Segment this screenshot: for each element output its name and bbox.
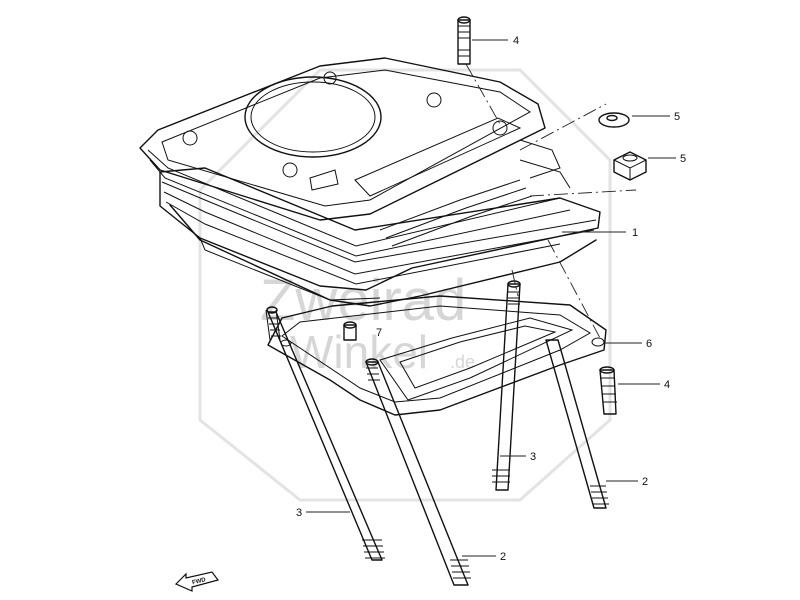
callout-4-right: 4	[664, 379, 670, 391]
fwd-label: FWD	[192, 577, 207, 586]
cylinder-stud-front-left	[365, 358, 471, 586]
stud-bolt-top	[457, 16, 471, 65]
stud-bolt-right	[599, 366, 617, 415]
callout-leaders	[306, 39, 676, 557]
watermark-suffix: .de	[450, 352, 475, 372]
watermark: Zweirad Winkel .de	[198, 68, 612, 502]
cylinder-stud-rear-left	[265, 306, 385, 561]
cylinder-stud-rear-right	[492, 280, 521, 491]
assembly-center-lines	[465, 63, 637, 339]
callout-5-nut: 5	[680, 153, 686, 165]
callout-2-right: 2	[642, 476, 648, 488]
callout-3-left: 3	[296, 507, 302, 519]
cylinder-base-gasket	[267, 295, 607, 416]
callout-7-dowel: 7	[376, 327, 382, 339]
dowel-pin	[343, 321, 357, 341]
callout-4-top: 4	[513, 35, 519, 47]
sealing-washer	[598, 112, 630, 128]
callout-6-gasket: 6	[646, 338, 652, 350]
cylinder-stud-front-right	[545, 339, 609, 509]
cap-nut	[613, 151, 647, 181]
callout-1-cylinder: 1	[632, 227, 638, 239]
forward-direction-arrow-icon: FWD	[174, 571, 220, 592]
callout-3-right: 3	[530, 451, 536, 463]
watermark-line1: Zweirad	[260, 268, 466, 333]
callout-2-bottom: 2	[500, 551, 506, 563]
callout-labels: 4 5 5 1 7 6 4 3 2 3 2	[296, 35, 686, 563]
callout-5-washer: 5	[674, 111, 680, 123]
